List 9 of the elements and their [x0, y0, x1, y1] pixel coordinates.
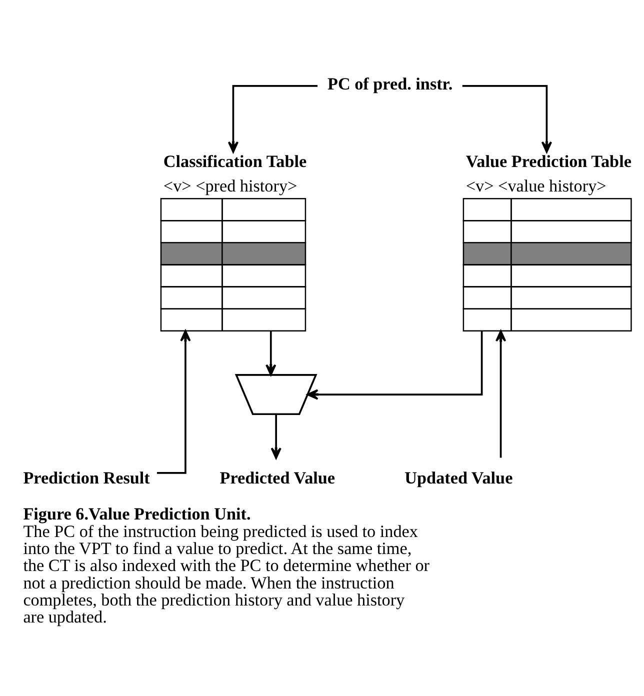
node-label: <v> <pred history> [163, 176, 298, 196]
caption: Figure 6.Value Prediction Unit. The PC of the instruction being predicted is used to index into the VPT to find a value to predict. At the same time, the CT is also indexed with the PC to determine whether or not a prediction should be made. When the instruction completes, both the prediction history and value history are updated. [23, 504, 430, 627]
node-text: Predicted Value [220, 468, 336, 488]
node-text: Prediction Result [23, 468, 150, 488]
node-label: Value Prediction Table [466, 152, 632, 172]
node-text: PC of pred. instr. [328, 74, 453, 94]
node-text: Updated Value [404, 468, 513, 488]
node-label: <v> <value history> [466, 176, 606, 196]
node-label: Classification Table [163, 152, 307, 172]
